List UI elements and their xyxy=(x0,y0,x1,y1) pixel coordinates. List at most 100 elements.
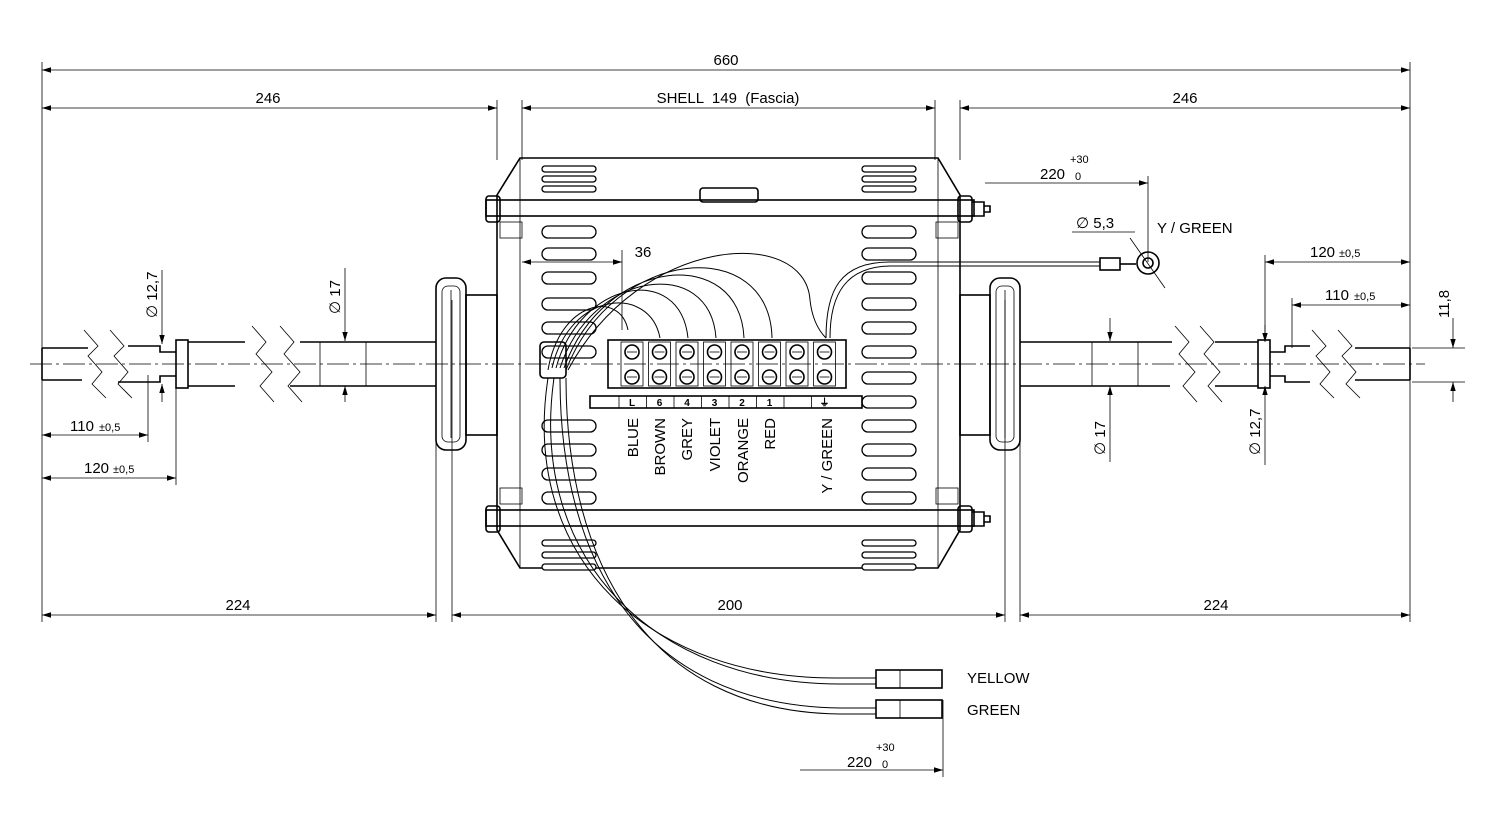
vent-slots xyxy=(541,165,917,571)
terminal-number: ⏚ xyxy=(820,397,830,409)
dim-220-bottom-tol-up: +30 xyxy=(876,742,895,754)
green-lead-label: GREEN xyxy=(967,702,1020,719)
vent-slot xyxy=(541,539,597,547)
terminal-cell xyxy=(675,341,699,387)
terminal-screw xyxy=(789,344,805,360)
vent-slot xyxy=(861,395,917,409)
terminal-cell xyxy=(785,341,809,387)
dim-120-left-tol: ±0,5 xyxy=(113,464,134,476)
terminal-cell xyxy=(620,341,644,387)
terminal-screw xyxy=(679,369,695,385)
vent-slot xyxy=(541,419,597,433)
vent-slot xyxy=(861,371,917,385)
dim-120-right: 120 xyxy=(1310,244,1335,261)
dim-110-left-tol: ±0,5 xyxy=(99,422,120,434)
wire-color-label: Y / GREEN xyxy=(819,418,836,494)
terminal-screw xyxy=(679,344,695,360)
vent-slot xyxy=(861,175,917,183)
terminal-cell xyxy=(703,341,726,387)
vent-slot xyxy=(541,247,597,261)
dim-200: 200 xyxy=(717,597,742,614)
dim-224-right: 224 xyxy=(1203,597,1228,614)
terminal-number: 1 xyxy=(767,398,773,409)
terminal-screw xyxy=(734,344,750,360)
dimension-lines xyxy=(41,62,1465,777)
terminal-screw xyxy=(734,369,750,385)
wire-color-label: BROWN xyxy=(652,418,669,476)
wire-color-label: BLUE xyxy=(625,418,642,457)
terminal-cell xyxy=(813,341,836,387)
dim-220-bottom: 220 xyxy=(847,754,872,771)
dim-120-right-tol: ±0,5 xyxy=(1339,248,1360,260)
wire-color-label: GREY xyxy=(679,418,696,461)
wire-color-label: ORANGE xyxy=(735,418,752,483)
terminal-numbers: L 6 4 3 2 1 ⏚ xyxy=(618,396,830,409)
dim-224-left: 224 xyxy=(225,597,250,614)
dim-left-dia-17: ∅ 17 xyxy=(327,280,344,314)
dim-11-8: 11,8 xyxy=(1436,290,1453,318)
vent-slot xyxy=(541,563,597,571)
wire-color-label: RED xyxy=(762,418,779,450)
terminal-screw xyxy=(789,369,805,385)
terminal-cell xyxy=(758,341,781,387)
dim-660: 660 xyxy=(713,52,738,69)
vent-slot xyxy=(541,297,597,311)
dim-246-left: 246 xyxy=(255,90,280,107)
lead-labels: Y / GREEN YELLOW GREEN xyxy=(967,220,1233,719)
terminal-number: 3 xyxy=(712,398,718,409)
vent-slot xyxy=(861,491,917,505)
terminal-number: 2 xyxy=(739,398,745,409)
terminal-cell xyxy=(648,341,671,387)
terminal-screw xyxy=(624,369,640,385)
dim-220-top-tol-up: +30 xyxy=(1070,154,1089,166)
vent-slot xyxy=(861,321,917,335)
vent-slot xyxy=(541,185,597,193)
vent-slot xyxy=(861,419,917,433)
dim-shell: SHELL 149 (Fascia) xyxy=(657,90,800,107)
dim-110-right: 110 xyxy=(1325,287,1349,304)
vent-slot xyxy=(861,345,917,359)
wire-bundle xyxy=(539,251,1160,719)
terminal-number: 4 xyxy=(684,398,690,409)
vent-slot xyxy=(541,271,597,285)
terminal-screw xyxy=(761,369,778,385)
dimension-labels: 660 246 SHELL 149 (Fascia) 246 224 200 2… xyxy=(70,52,1453,771)
vent-slot xyxy=(541,165,597,173)
terminal-screw xyxy=(761,344,778,360)
terminal-screw xyxy=(651,344,668,360)
terminal-number: 6 xyxy=(657,398,663,409)
vent-slot xyxy=(861,185,917,193)
dim-left-dia-12: ∅ 12,7 xyxy=(144,272,161,318)
yellow-lead-label: YELLOW xyxy=(967,670,1030,687)
terminal-screw xyxy=(624,344,640,360)
vent-slot xyxy=(861,443,917,457)
terminal-cell xyxy=(730,341,754,387)
ground-lead-label: Y / GREEN xyxy=(1157,220,1233,237)
dim-120-left: 120 xyxy=(84,460,109,477)
vent-slot xyxy=(541,443,597,457)
vent-slot xyxy=(861,225,917,239)
dim-220-bottom-tol-low: 0 xyxy=(882,759,888,771)
vent-slot xyxy=(541,491,597,505)
vent-slot xyxy=(861,271,917,285)
vent-slot xyxy=(861,563,917,571)
dim-right-dia-17: ∅ 17 xyxy=(1092,421,1109,455)
terminal-number: L xyxy=(629,398,635,409)
dim-220-top-tol-low: 0 xyxy=(1075,171,1081,183)
dim-246-right: 246 xyxy=(1172,90,1197,107)
vent-slot xyxy=(541,551,597,559)
right-shaft xyxy=(1020,325,1411,403)
terminal-block xyxy=(589,339,863,409)
terminal-screw xyxy=(816,369,833,385)
dim-36: 36 xyxy=(635,244,652,261)
vent-slot xyxy=(861,467,917,481)
terminal-screw xyxy=(651,369,668,385)
terminal-screw xyxy=(706,369,723,385)
vent-slot xyxy=(541,175,597,183)
vent-slot xyxy=(861,247,917,261)
vent-slot xyxy=(861,551,917,559)
motor-shell xyxy=(485,157,991,569)
vent-slot xyxy=(541,225,597,239)
